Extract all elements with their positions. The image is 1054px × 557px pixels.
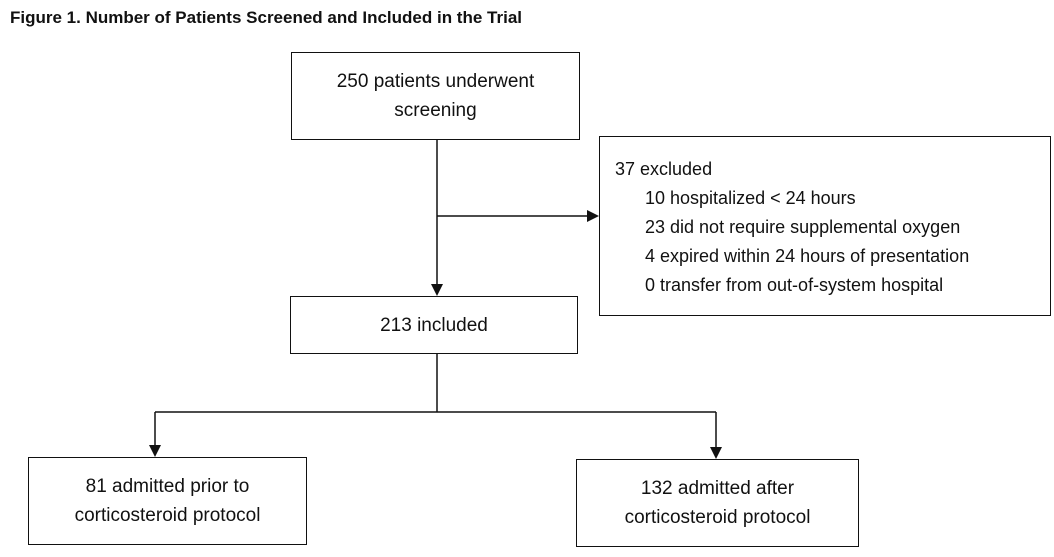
excluded-box: 37 excluded 10 hospitalized < 24 hours 2… [599,136,1051,316]
after-line-1: 132 admitted after [640,478,795,499]
excluded-item-no-oxygen: 23 did not require supplemental oxygen [645,217,961,237]
excluded-item-transfer: 0 transfer from out-of-system hospital [645,275,944,295]
after-line-2: corticosteroid protocol [624,507,811,528]
excluded-item-expired: 4 expired within 24 hours of presentatio… [645,246,970,266]
excluded-header: 37 excluded [615,159,713,179]
admitted-prior-box: 81 admitted prior to corticosteroid prot… [28,457,307,545]
included-line-1: 213 included [380,314,488,336]
screened-box: 250 patients underwent screening [291,52,580,140]
prior-line-2: corticosteroid protocol [74,505,261,526]
prior-line-1: 81 admitted prior to [85,476,250,497]
screened-line-1: 250 patients underwent [336,71,535,92]
figure-title: Figure 1. Number of Patients Screened an… [10,8,522,27]
excluded-item-hospitalized: 10 hospitalized < 24 hours [645,188,856,208]
admitted-after-box: 132 admitted after corticosteroid protoc… [576,459,859,547]
screened-line-2: screening [394,100,477,121]
included-box: 213 included [290,296,578,354]
